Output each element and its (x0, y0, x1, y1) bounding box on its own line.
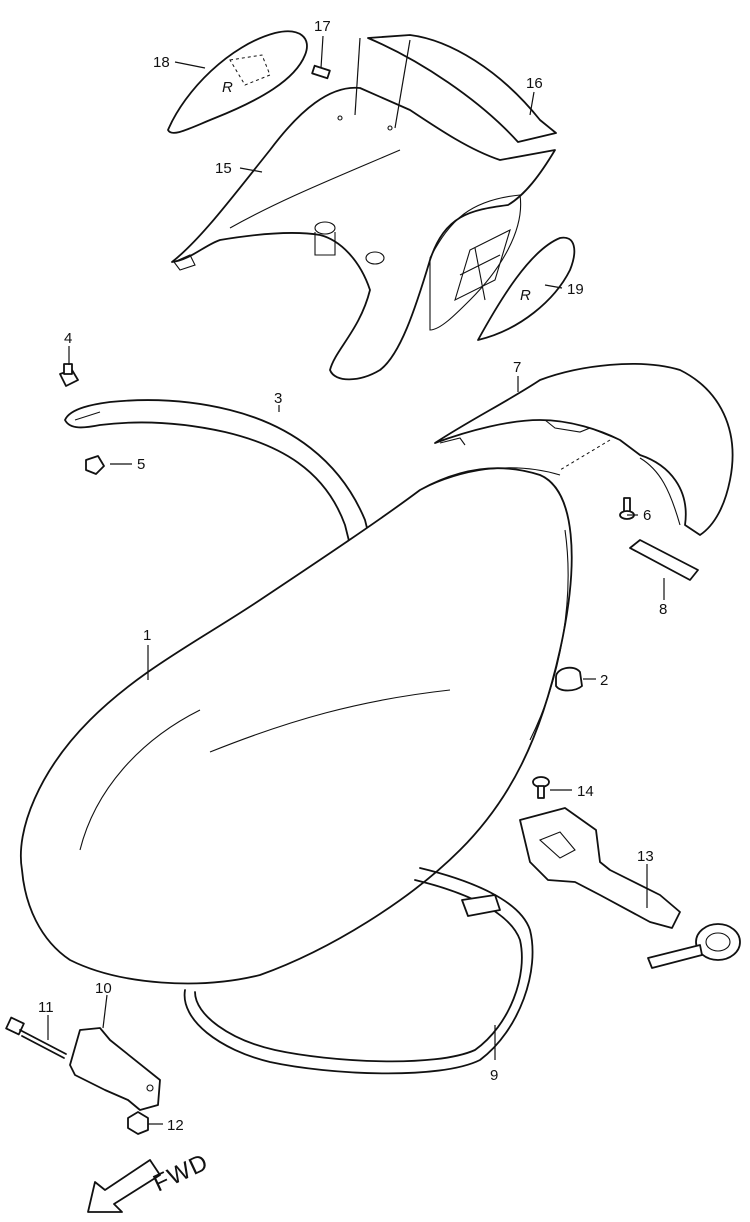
callout-17: 17 (314, 18, 331, 35)
callout-7: 7 (513, 359, 521, 376)
part-5-nut (85, 455, 105, 475)
part-13-seat-lock (519, 807, 741, 969)
callout-19: 19 (567, 281, 584, 298)
part-18-left-decal: R (167, 30, 308, 134)
part-7-rear-fender (434, 363, 734, 536)
leader-lines (47, 35, 665, 1125)
part-8-cushion (629, 539, 699, 581)
decal-letter-18: R (222, 79, 233, 96)
callout-1: 1 (143, 627, 151, 644)
part-14-screw (532, 776, 550, 799)
callout-14: 14 (577, 783, 594, 800)
part-9-seat-strap (183, 867, 534, 1075)
part-6-screw (619, 497, 635, 520)
callout-13: 13 (637, 848, 654, 865)
part-19-right-decal: R (477, 236, 576, 341)
part-16-seat-tail-strip (367, 34, 557, 143)
callout-18: 18 (153, 54, 170, 71)
decal-letter-19: R (520, 287, 531, 304)
part-11-long-bolt (5, 1016, 67, 1059)
callout-3: 3 (274, 390, 282, 407)
callout-11: 11 (38, 999, 54, 1016)
callout-8: 8 (659, 601, 667, 618)
callout-5: 5 (137, 456, 145, 473)
fwd-arrow-icon (87, 1159, 161, 1213)
callout-15: 15 (215, 160, 232, 177)
part-4-bolt (59, 363, 79, 387)
callout-6: 6 (643, 507, 651, 524)
part-1-seat (20, 467, 573, 985)
callout-4: 4 (64, 330, 72, 347)
callout-2: 2 (600, 672, 608, 689)
part-2-cap (555, 666, 583, 692)
callout-10: 10 (95, 980, 112, 997)
fwd-label: FWD (149, 1149, 213, 1198)
part-15-tail-cowl (171, 86, 556, 381)
callout-numbers: 18 17 16 15 19 4 3 7 5 6 8 1 2 14 13 10 … (38, 18, 667, 1134)
callout-9: 9 (490, 1067, 498, 1084)
part-17-pin (311, 64, 331, 80)
part-10-bracket (69, 1027, 161, 1111)
callout-12: 12 (167, 1117, 184, 1134)
callout-16: 16 (526, 75, 543, 92)
part-12-nut (127, 1111, 149, 1135)
